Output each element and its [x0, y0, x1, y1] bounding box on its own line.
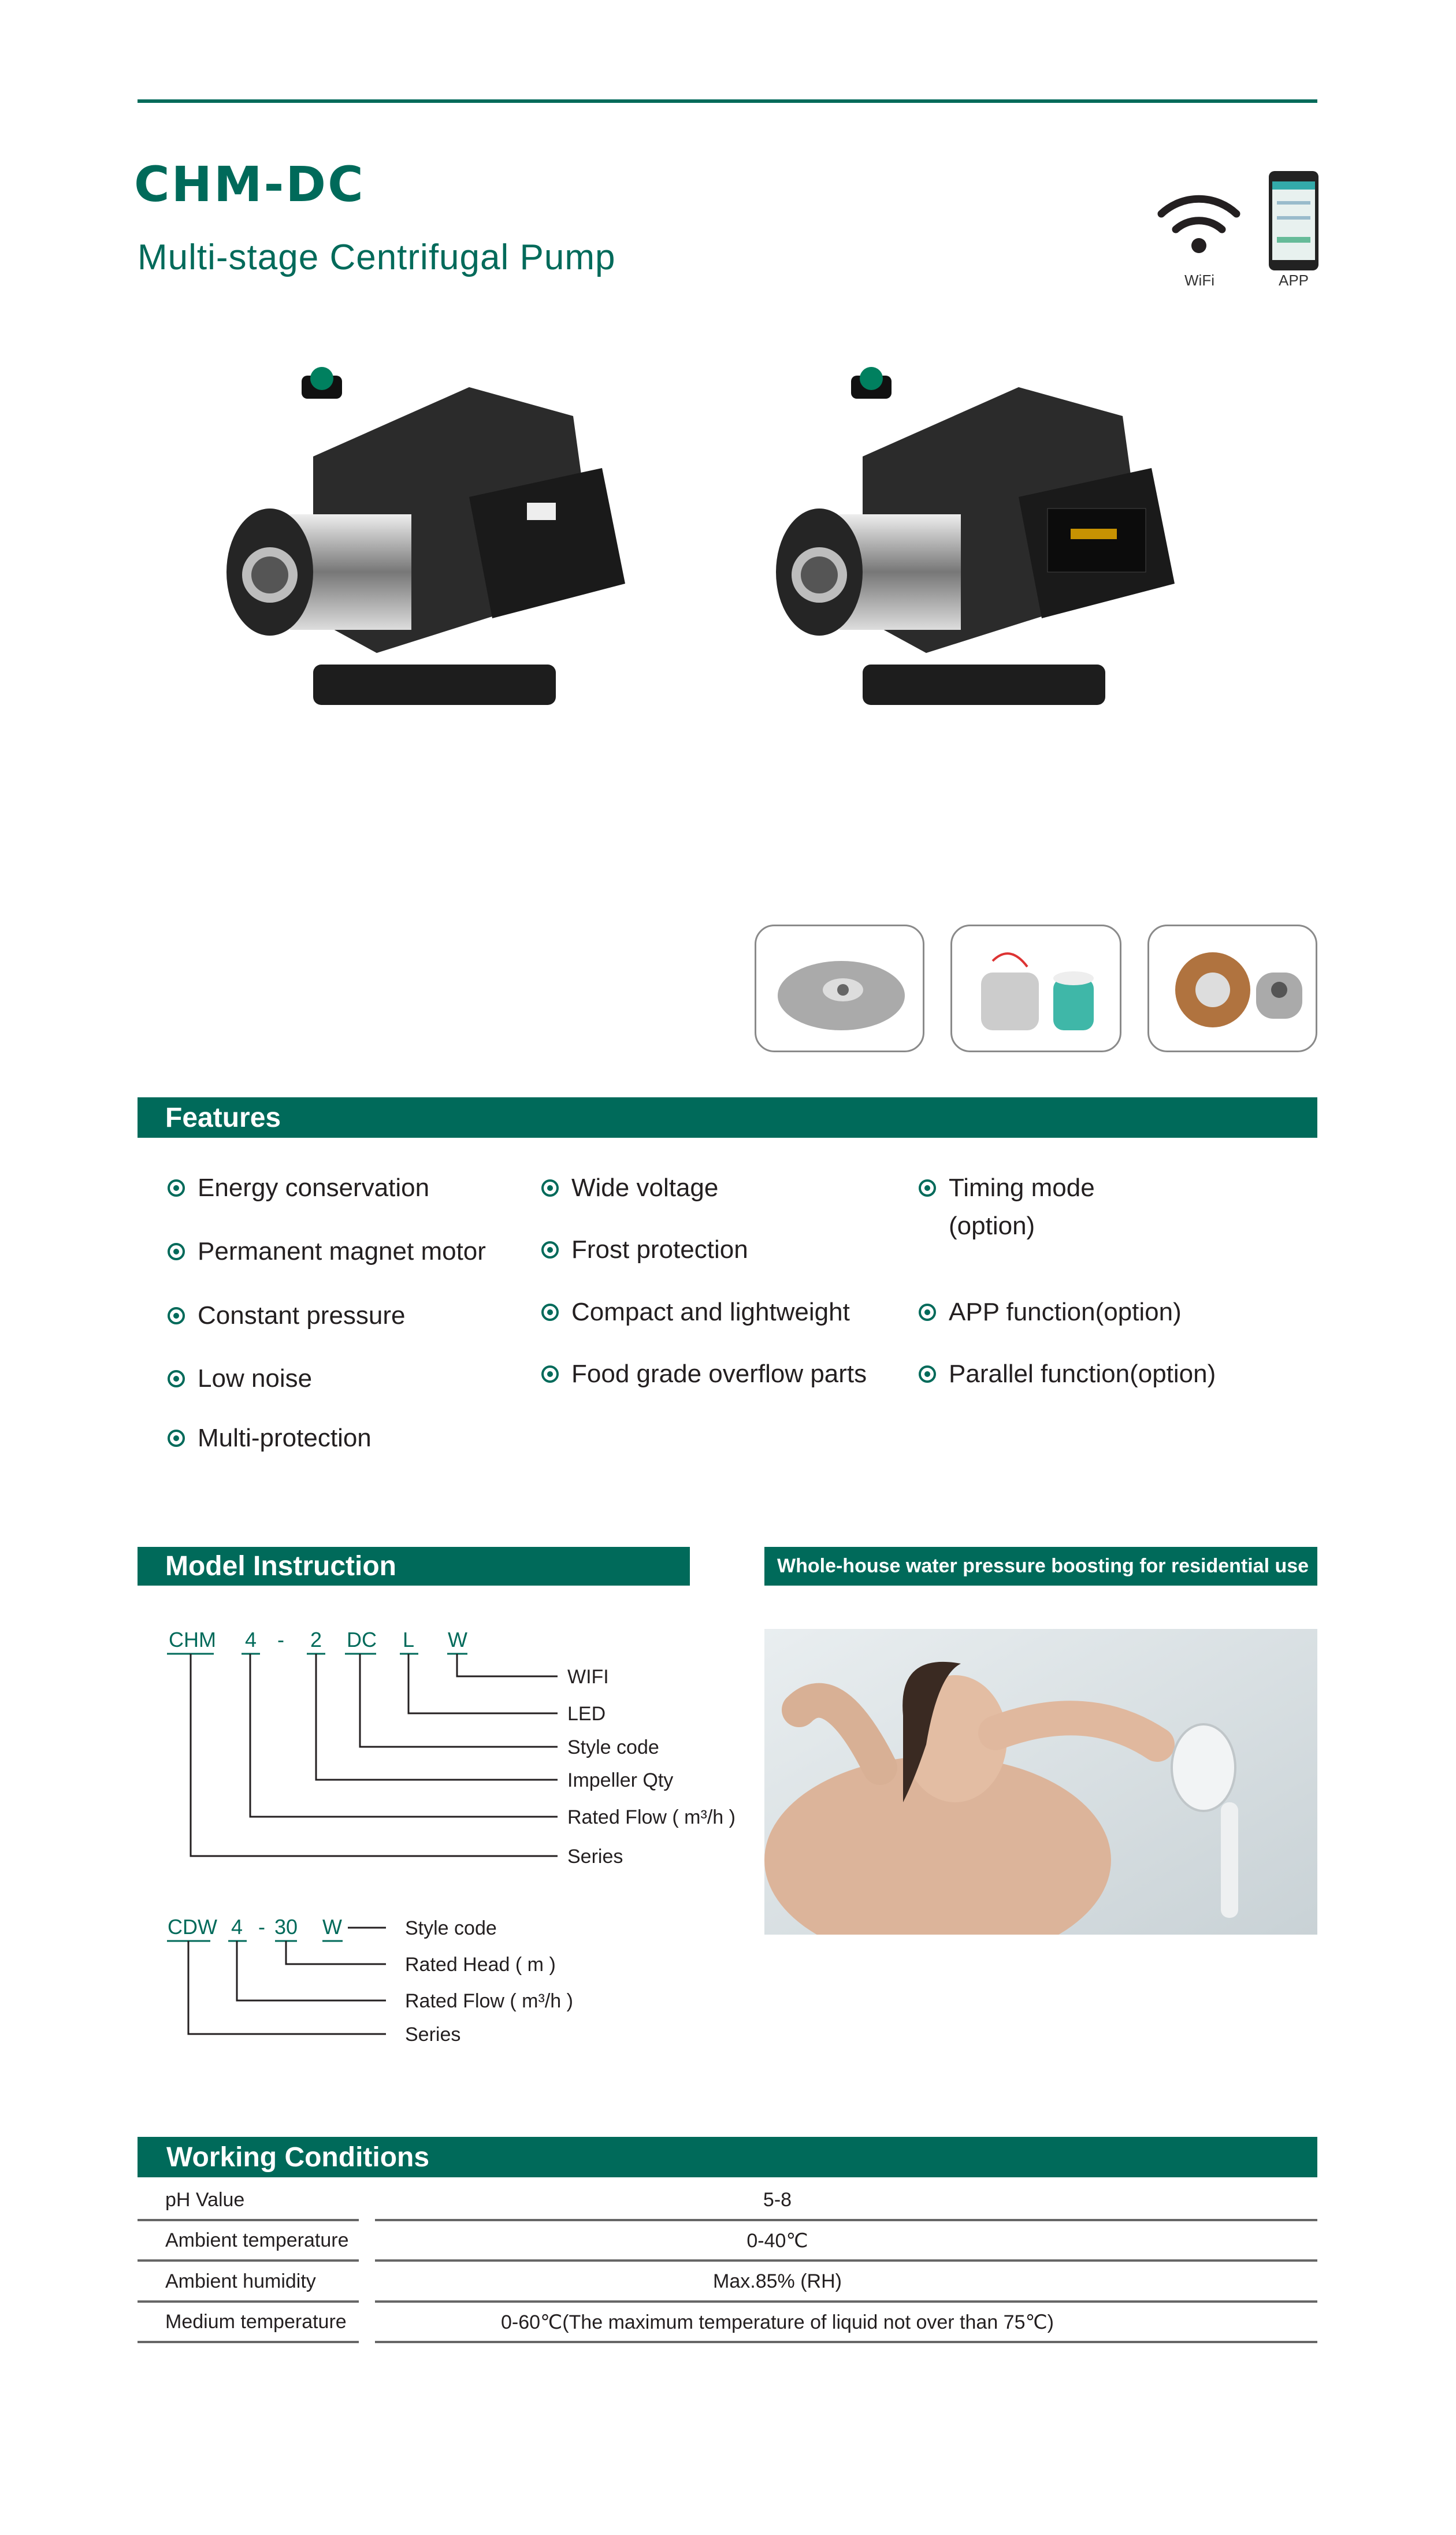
product-subtitle: Multi-stage Centrifugal Pump — [138, 237, 616, 277]
bullet-icon — [168, 1243, 185, 1260]
row-value: 0-60℃(The maximum temperature of liquid … — [500, 2311, 1054, 2333]
code-label: Rated Head ( m ) — [405, 1954, 556, 1976]
row-divider — [375, 2219, 1317, 2221]
code-connector-lines — [187, 1654, 558, 2035]
code-label: Series — [567, 1846, 623, 1868]
row-value: 5-8 — [763, 2189, 792, 2211]
code-part: 4 — [231, 1915, 243, 1939]
code-label: Series — [405, 2024, 460, 2046]
feature-text: Food grade overflow parts — [571, 1360, 867, 1388]
table-row: pH Value 5-8 — [138, 2181, 1317, 2221]
feature-text: Compact and lightweight — [571, 1298, 850, 1326]
row-label: Ambient humidity — [165, 2270, 316, 2292]
wifi-icon — [1157, 195, 1240, 253]
model-instruction-header: Model Instruction — [138, 1547, 690, 1586]
code-part: 4 — [245, 1628, 257, 1651]
feature-item: Multi-protection — [168, 1419, 372, 1457]
code-label: LED — [567, 1703, 606, 1725]
bullet-icon — [168, 1179, 185, 1197]
code-label: Rated Flow ( m³/h ) — [567, 1806, 736, 1828]
app-label: APP — [1278, 272, 1309, 289]
feature-text: Low noise — [198, 1364, 313, 1393]
code-label: Style code — [567, 1736, 659, 1758]
model-code-diagram: CHM 4 - 2 DC L W CDW 4 - 30 W — [167, 1628, 736, 2046]
bullet-icon — [919, 1179, 936, 1197]
feature-text: Timing mode — [949, 1174, 1095, 1202]
row-divider — [375, 2300, 1317, 2303]
top-divider — [138, 99, 1317, 103]
feature-text: Constant pressure — [198, 1301, 406, 1330]
code-underlines — [167, 1653, 467, 1942]
thumb-stator-rotor — [1147, 925, 1317, 1052]
table-row: Ambient humidity Max.85% (RH) — [138, 2262, 1317, 2303]
bullet-icon — [541, 1241, 559, 1259]
bullet-icon — [168, 1307, 185, 1324]
row-label: pH Value — [165, 2189, 245, 2211]
features-header: Features — [138, 1097, 1317, 1138]
pump-image-lcd — [226, 367, 625, 705]
bullet-icon — [541, 1304, 559, 1321]
code-label: Rated Flow ( m³/h ) — [405, 1990, 573, 2012]
shower-photo — [764, 1629, 1317, 1935]
feature-text: (option) — [949, 1212, 1035, 1240]
code-part: W — [322, 1915, 342, 1939]
feature-item: Food grade overflow parts — [541, 1355, 867, 1393]
row-divider — [138, 2300, 359, 2303]
row-divider — [138, 2259, 359, 2262]
code-part: CHM — [169, 1628, 216, 1651]
feature-item: Low noise — [168, 1360, 312, 1398]
code-part: 2 — [310, 1628, 322, 1651]
feature-item: Timing mode (option) — [919, 1169, 1095, 1245]
row-label: Medium temperature — [165, 2311, 347, 2333]
usage-header: Whole-house water pressure boosting for … — [764, 1547, 1317, 1586]
row-divider — [138, 2341, 359, 2343]
phone-app-icon — [1269, 171, 1318, 270]
row-value: 0-40℃ — [746, 2230, 808, 2252]
row-label: Ambient temperature — [165, 2229, 349, 2251]
code-label: WIFI — [567, 1666, 609, 1688]
feature-text: Permanent magnet motor — [198, 1237, 486, 1265]
row-divider — [138, 2219, 359, 2221]
feature-item: Energy conservation — [168, 1169, 429, 1207]
product-title: CHM-DC — [134, 156, 365, 213]
table-row: Medium temperature 0-60℃(The maximum temp… — [138, 2303, 1317, 2343]
bullet-icon — [919, 1365, 936, 1383]
row-divider — [375, 2259, 1317, 2262]
bullet-icon — [168, 1370, 185, 1387]
pump-image-touch — [776, 367, 1175, 705]
feature-text: Parallel function(option) — [949, 1360, 1216, 1388]
feature-item: APP function(option) — [919, 1293, 1182, 1331]
feature-text: Wide voltage — [571, 1174, 719, 1202]
feature-text: Energy conservation — [198, 1174, 430, 1202]
code-label: Impeller Qty — [567, 1769, 673, 1791]
code-part: DC — [347, 1628, 377, 1651]
feature-item: Frost protection — [541, 1231, 748, 1269]
table-row: Ambient temperature 0-40℃ — [138, 2221, 1317, 2262]
feature-item: Constant pressure — [168, 1297, 406, 1335]
feature-text: Frost protection — [571, 1235, 748, 1264]
feature-text: APP function(option) — [949, 1298, 1182, 1326]
row-value: Max.85% (RH) — [713, 2270, 842, 2292]
code-part: - — [258, 1915, 265, 1939]
thumb-impeller — [755, 925, 924, 1052]
bullet-icon — [541, 1179, 559, 1197]
code-part: W — [448, 1628, 467, 1651]
wifi-label: WiFi — [1184, 272, 1214, 289]
row-divider — [375, 2341, 1317, 2343]
bullet-icon — [541, 1365, 559, 1383]
bullet-icon — [168, 1430, 185, 1447]
feature-item: Parallel function(option) — [919, 1355, 1216, 1393]
code-part: - — [277, 1628, 284, 1651]
feature-text: Multi-protection — [198, 1424, 372, 1452]
bullet-icon — [919, 1304, 936, 1321]
working-conditions-header: Working Conditions — [138, 2137, 1317, 2177]
code-part: CDW — [168, 1915, 217, 1939]
code-label: Style code — [405, 1917, 497, 1939]
feature-item: Compact and lightweight — [541, 1293, 850, 1331]
feature-item: Permanent magnet motor — [168, 1233, 486, 1271]
thumb-motor-parts — [950, 925, 1121, 1052]
feature-item: Wide voltage — [541, 1169, 718, 1207]
code-part: 30 — [274, 1915, 298, 1939]
code-part: L — [403, 1628, 414, 1651]
